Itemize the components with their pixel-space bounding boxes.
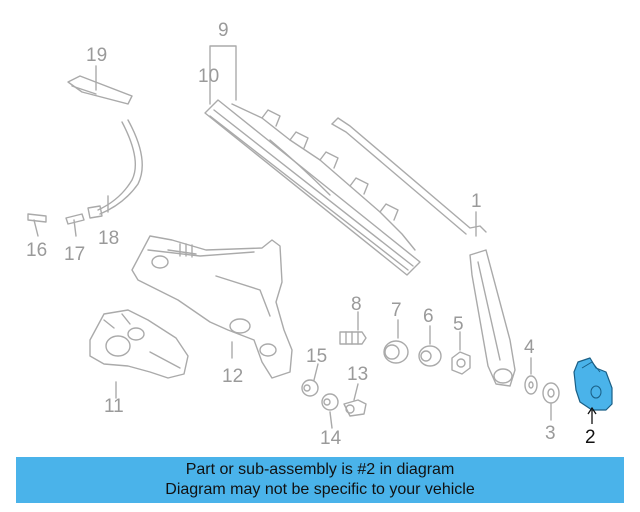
callout-4: 4 [524,337,535,358]
hose-part-18 [87,119,143,219]
callout-11: 11 [104,396,124,417]
callout-13: 13 [347,364,369,385]
banner-line-2: Diagram may not be specific to your vehi… [165,481,475,498]
callout-17: 17 [64,244,86,265]
callout-9: 9 [218,20,229,41]
part-3 [542,382,560,404]
linkage-part-12 [131,235,293,379]
callout-1: 1 [471,191,482,212]
part-17 [65,213,85,225]
nut-part-5 [451,351,471,375]
washer-part-4 [524,375,538,395]
banner-background [16,457,624,503]
part-6 [418,345,442,367]
part-15 [301,379,319,397]
part-14 [321,393,339,411]
part-19 [67,75,133,105]
wiper-arm-part-1 [331,117,516,387]
callout-10: 10 [198,66,220,87]
callout-5: 5 [453,314,464,335]
callout-19: 19 [86,45,108,66]
callout-15: 15 [306,346,328,367]
highlighted-part-2-bracket [573,357,613,424]
info-banner: Part or sub-assembly is #2 in diagram Di… [16,457,624,503]
grommet-part-7 [383,340,409,364]
banner-line-1: Part or sub-assembly is #2 in diagram [185,461,455,478]
callout-6: 6 [423,306,434,327]
leader-lines [33,45,552,429]
motor-part-11 [89,309,189,379]
callout-2-highlighted: 2 [585,427,596,448]
callout-8: 8 [351,294,362,315]
callout-3: 3 [545,423,556,444]
callout-12: 12 [222,366,244,387]
callout-18: 18 [98,228,120,249]
part-13 [343,399,367,417]
wiper-blade-part-9-10 [204,99,421,276]
callout-7: 7 [391,300,402,321]
callout-16: 16 [26,240,48,261]
part-8 [339,331,367,345]
part-16 [27,213,47,223]
callout-14: 14 [320,428,342,449]
